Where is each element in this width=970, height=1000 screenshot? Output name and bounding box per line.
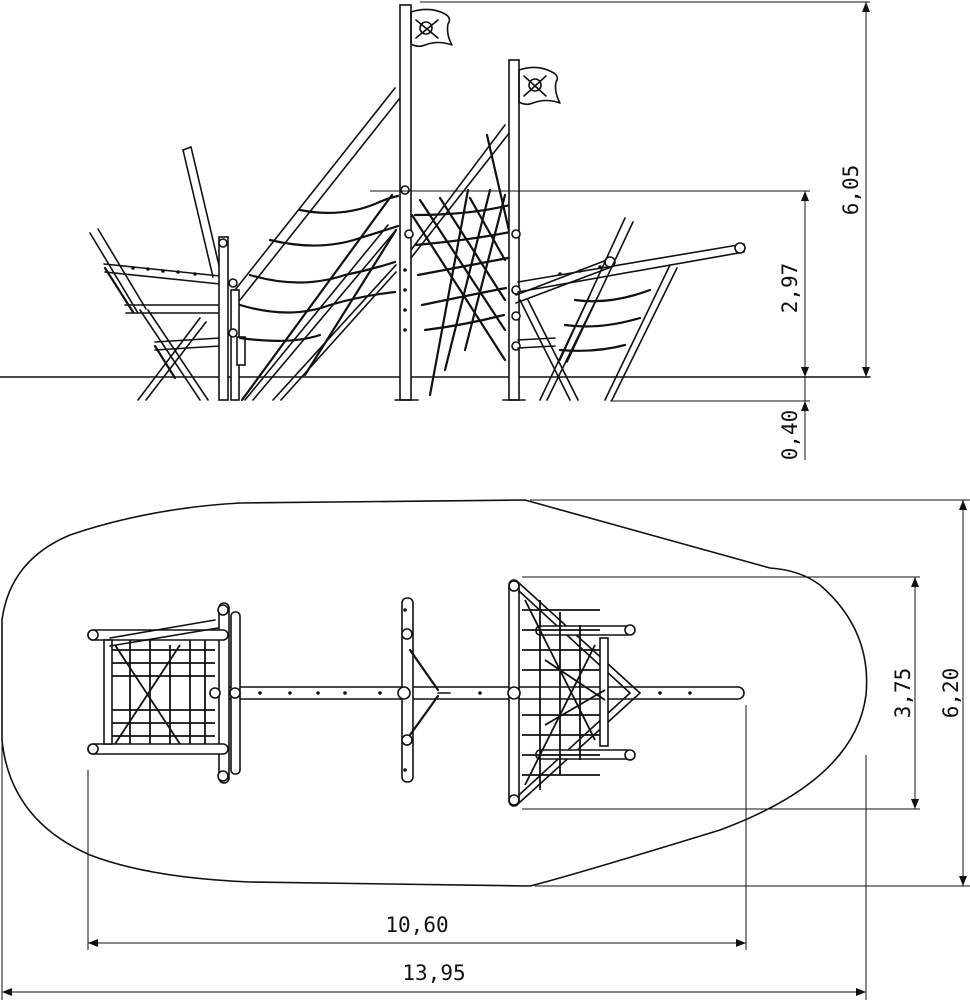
pirate-flag-rear-icon xyxy=(518,66,561,106)
center-climbing-net xyxy=(410,124,512,397)
dim-area-length: 13,95 xyxy=(402,961,465,985)
left-climbing-net xyxy=(234,87,401,402)
pirate-flag-front-icon xyxy=(410,8,453,48)
dim-total-height: 6,05 xyxy=(839,165,863,216)
plan-dimensions: 3,75 6,20 10,60 13,95 xyxy=(1,499,970,1000)
left-diagonal-post xyxy=(182,146,222,278)
center-module-plan xyxy=(397,597,451,783)
front-mast xyxy=(394,4,453,401)
elevation-dimensions: 6,05 2,97 0,40 xyxy=(370,1,870,461)
left-posts xyxy=(218,236,246,401)
dim-ground-depth: 0,40 xyxy=(778,410,802,461)
rear-mast xyxy=(502,59,561,401)
right-module-plan xyxy=(507,579,641,807)
elevation-view: 6,05 2,97 0,40 xyxy=(0,1,871,461)
dim-structure-width: 3,75 xyxy=(891,668,915,719)
center-beam xyxy=(221,686,745,700)
dim-platform-height: 2,97 xyxy=(778,263,802,314)
dim-structure-length: 10,60 xyxy=(385,913,448,937)
left-bow-frame xyxy=(89,228,221,401)
safety-area-outline xyxy=(1,499,868,887)
right-stern-frame xyxy=(515,217,746,401)
dim-area-width: 6,20 xyxy=(939,668,963,719)
plan-view: 3,75 6,20 10,60 13,95 xyxy=(1,499,970,1000)
left-module-plan xyxy=(87,602,241,784)
